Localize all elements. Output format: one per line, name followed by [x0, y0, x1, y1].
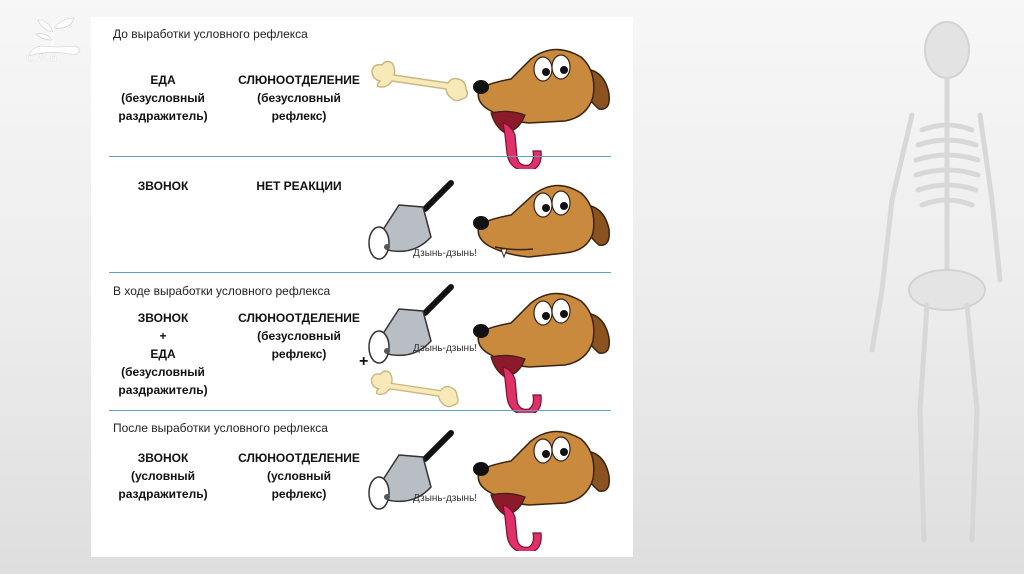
section-4-heading: После выработки условного рефлекса: [113, 421, 328, 435]
section-3-bell-sound: Дзынь-дзынь!: [413, 343, 477, 354]
section-4-bell-sound: Дзынь-дзынь!: [413, 493, 477, 504]
section-4-reaction: СЛЮНООТДЕЛЕНИЕ (условный рефлекс): [231, 449, 367, 503]
bell-icon: [365, 283, 461, 367]
reflex-diagram-panel: До выработки условного рефлекса ЕДА (без…: [91, 17, 633, 557]
dog-salivating-icon: [469, 39, 624, 169]
section-1-stimulus: ЕДА (безусловный раздражитель): [103, 71, 223, 125]
section-3-heading: В ходе выработки условного рефлекса: [113, 284, 330, 298]
section-1-reaction: СЛЮНООТДЕЛЕНИЕ (безусловный рефлекс): [231, 71, 367, 125]
section-3-stimulus: ЗВОНОК + ЕДА (безусловный раздражитель): [103, 309, 223, 399]
dog-salivating-icon: [469, 283, 624, 413]
section-divider-1: [109, 156, 611, 157]
logo-text: С.В.Н.: [26, 52, 62, 64]
section-divider-2: [109, 272, 611, 273]
skeleton-illustration: [852, 20, 1020, 560]
dog-neutral-icon: [471, 177, 621, 277]
section-1-heading: До выработки условного рефлекса: [113, 27, 308, 41]
section-divider-3: [109, 410, 611, 411]
section-2-bell-sound: Дзынь-дзынь!: [413, 248, 477, 259]
section-2-reaction: НЕТ РЕАКЦИИ: [231, 177, 367, 195]
section-4-stimulus: ЗВОНОК (условный раздражитель): [103, 449, 223, 503]
bone-icon: [366, 363, 466, 411]
dog-salivating-icon: [469, 421, 624, 551]
section-2-stimulus: ЗВОНОК: [103, 177, 223, 195]
section-3-reaction: СЛЮНООТДЕЛЕНИЕ (безусловный рефлекс): [231, 309, 367, 363]
bone-icon: [366, 53, 476, 105]
